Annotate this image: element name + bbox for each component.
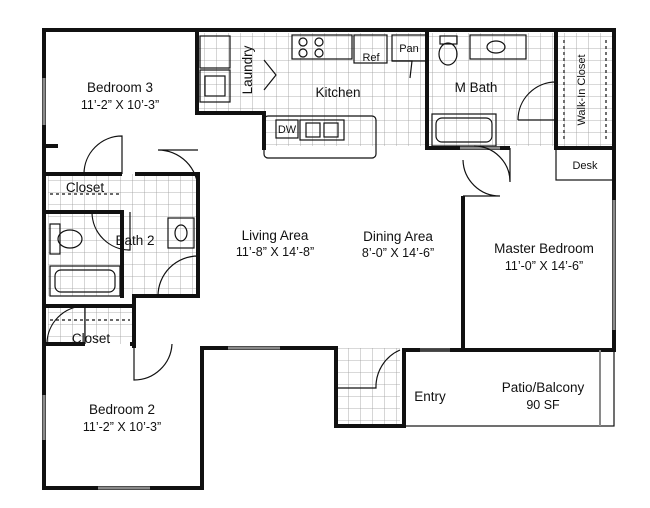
bath2-name: Bath 2 <box>115 233 154 248</box>
master-bath-fixtures <box>431 34 557 183</box>
door-swings <box>46 135 501 389</box>
desk-label: Desk <box>572 160 598 172</box>
dining-name: Dining Area <box>363 229 433 244</box>
windows <box>42 78 616 490</box>
ref-label: Ref <box>362 52 380 64</box>
kitchen-name: Kitchen <box>315 85 360 100</box>
master-dims: 11’-0” X 14’-6” <box>505 259 583 273</box>
master-name: Master Bedroom <box>494 241 594 256</box>
laundry-fixtures <box>199 35 231 103</box>
closet-lower-name: Closet <box>72 331 111 346</box>
patio-dims: 90 SF <box>526 398 560 412</box>
dw-label: DW <box>278 124 297 136</box>
bedroom3-name: Bedroom 3 <box>87 80 153 95</box>
bedroom2-name: Bedroom 2 <box>89 402 155 417</box>
patio-outline <box>403 349 615 427</box>
mbath-name: M Bath <box>455 80 498 95</box>
pan-label: Pan <box>399 43 419 55</box>
room-labels: Bedroom 3 11’-2” X 10’-3” Kitchen M Bath… <box>66 43 598 434</box>
laundry-name: Laundry <box>240 45 255 94</box>
dining-dims: 8’-0” X 14’-6” <box>362 246 434 260</box>
entry-name: Entry <box>414 389 446 404</box>
walkin-closet-rods <box>563 40 607 140</box>
closet-upper-name: Closet <box>66 180 105 195</box>
living-name: Living Area <box>242 228 309 243</box>
patio-name: Patio/Balcony <box>502 380 585 395</box>
bedroom3-dims: 11’-2” X 10’-3” <box>81 98 159 112</box>
bedroom2-dims: 11’-2” X 10’-3” <box>83 420 161 434</box>
bath2-fixtures <box>49 217 195 297</box>
living-dims: 11’-8” X 14’-8” <box>236 245 314 259</box>
closet-rods <box>50 193 130 321</box>
kitchen-fixtures <box>263 34 428 159</box>
desk-outline <box>555 147 615 181</box>
walkin-name: Walk-In Closet <box>576 54 588 125</box>
